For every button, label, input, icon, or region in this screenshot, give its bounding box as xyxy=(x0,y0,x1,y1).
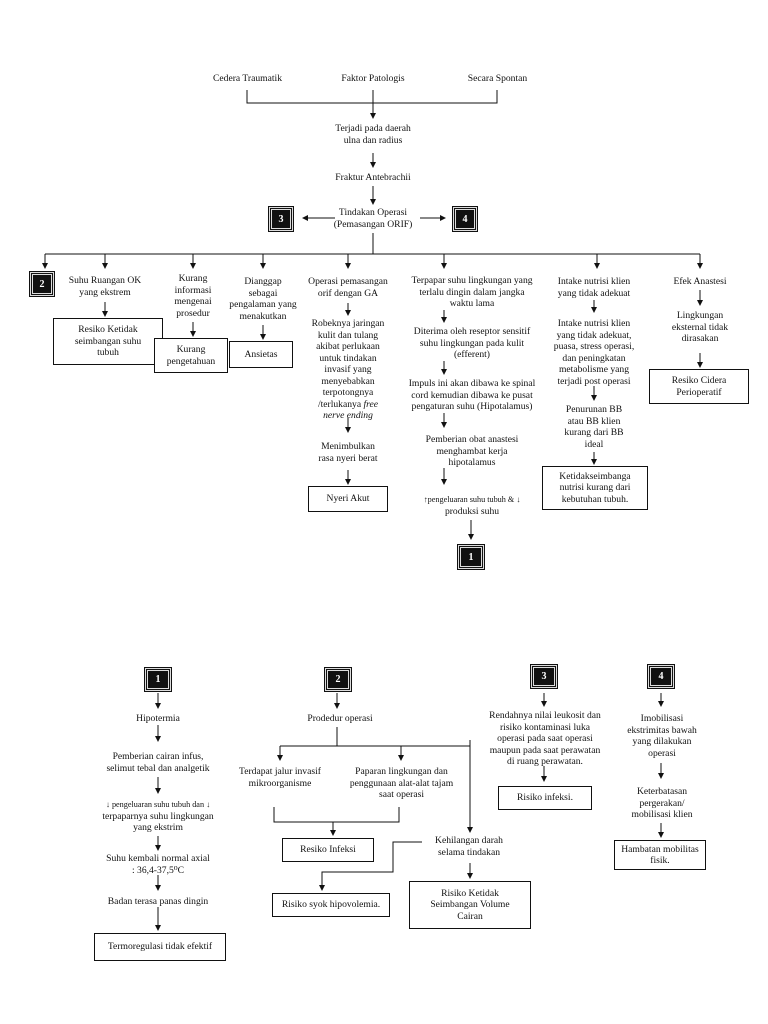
b2-text-4: Kehilangan darah selama tindakan xyxy=(435,835,503,858)
b1-text-4: Suhu kembali normal axial : 36,4-37,5⁰C xyxy=(106,853,210,876)
c4-text-2: Robeknya jaringan kulit dan tulang akiba… xyxy=(298,318,398,422)
b2-diagnosis-box-1: Resiko Infeksi xyxy=(282,838,374,862)
c4-diagnosis-box: Nyeri Akut xyxy=(308,486,388,512)
c1-text: Suhu Ruangan OK yang ekstrem xyxy=(68,275,142,298)
badge-3-bottom: 3 xyxy=(530,664,558,689)
b1-hypothermia: Hipotermia xyxy=(136,713,180,724)
b3-diagnosis-box: Risiko infeksi. xyxy=(498,786,592,810)
cause-traumatic: Cedera Traumatik xyxy=(212,73,282,84)
c5-text-1: Terpapar suhu lingkungan yang terlalu di… xyxy=(411,275,533,309)
b4-text-2: Keterbatasan pergerakan/ mobilisasi klie… xyxy=(631,786,693,820)
cause-spontaneous: Secara Spontan xyxy=(467,73,528,84)
b2-diagnosis-box-2: Risiko syok hipovolemia. xyxy=(272,893,390,917)
c5-text-5a: ↑pengeluaran suhu tubuh & ↓ xyxy=(423,495,521,504)
c5-text-4: Pemberian obat anastesi menghambat kerja… xyxy=(425,434,519,468)
c7-diagnosis-box: Resiko Cidera Perioperatif xyxy=(649,369,749,404)
c5-text-5b: produksi suhu xyxy=(444,505,500,517)
b4-diagnosis-box: Hambatan mobilitas fisik. xyxy=(614,840,706,870)
c5-text-3: Impuls ini akan dibawa ke spinal cord ke… xyxy=(408,378,536,412)
c4-text-1: Operasi pemasangan orif dengan GA xyxy=(308,276,388,299)
c6-diagnosis-box: Ketidakseimbanga nutrisi kurang dari keb… xyxy=(542,466,648,510)
badge-2-left: 2 xyxy=(29,271,55,297)
fracture-location: Terjadi pada daerah ulna dan radius xyxy=(335,123,411,146)
c2-text: Kurang informasi mengenai prosedur xyxy=(174,273,212,319)
badge-1-bottom: 1 xyxy=(144,667,172,692)
c1-diagnosis-box: Resiko Ketidak seimbangan suhu tubuh xyxy=(53,318,163,365)
b1-text-5: Badan terasa panas dingin xyxy=(107,896,209,907)
c5-text-5: ↑pengeluaran suhu tubuh & ↓produksi suhu xyxy=(397,494,547,517)
c2-diagnosis-box: Kurang pengetahuan xyxy=(154,338,228,373)
c7-text-2: Lingkungan eksternal tidak dirasakan xyxy=(671,310,729,344)
c6-text-2: Intake nutrisi klien yang tidak adekuat,… xyxy=(553,318,635,387)
c4-text-2b: free nerve ending xyxy=(323,398,379,422)
b1-diagnosis-box: Termoregulasi tidak efektif xyxy=(94,933,226,961)
b4-text-1: Imobilisasi ekstrimitas bawah yang dilak… xyxy=(627,713,697,759)
b1-text-2: Pemberian cairan infus, selimut tebal da… xyxy=(106,751,210,774)
b2-text-1: Prodedur operasi xyxy=(307,713,373,724)
c6-text-3: Penurunan BB atau BB klien kurang dari B… xyxy=(564,404,624,450)
c7-text-1: Efek Anastesi xyxy=(673,276,727,287)
b2-text-3: Paparan lingkungan dan penggunaan alat-a… xyxy=(349,766,454,800)
b3-text-1: Rendahnya nilai leukosit dan risiko kont… xyxy=(489,710,601,767)
c5-text-2: Diterima oleh reseptor sensitif suhu lin… xyxy=(413,326,531,360)
b1-text-3a: ↓ pengeluaran suhu tubuh dan ↓ xyxy=(105,800,211,809)
b2-diagnosis-box-3: Risiko Ketidak Seimbangan Volume Cairan xyxy=(409,881,531,929)
c3-text: Dianggap sebagai pengalaman yang menakut… xyxy=(229,276,297,322)
badge-2-bottom: 2 xyxy=(324,667,352,692)
cause-pathologic: Faktor Patologis xyxy=(341,73,405,84)
badge-1-top: 1 xyxy=(457,544,485,570)
c6-text-1: Intake nutrisi klien yang tidak adekuat xyxy=(557,276,631,299)
c3-diagnosis-box: Ansietas xyxy=(229,341,293,368)
b2-text-2: Terdapat jalur invasif mikroorganisme xyxy=(239,766,321,789)
c4-text-3: Menimbulkan rasa nyeri berat xyxy=(318,441,378,464)
surgery-node: Tindakan Operasi (Pemasangan ORIF) xyxy=(333,207,413,230)
badge-4-top: 4 xyxy=(452,206,478,232)
badge-4-bottom: 4 xyxy=(647,664,675,689)
badge-3-top: 3 xyxy=(268,206,294,232)
b1-text-3b: terpaparnya suhu lingkungan yang ekstrim xyxy=(102,810,214,834)
c4-text-2a: Robeknya jaringan kulit dan tulang akiba… xyxy=(311,318,385,410)
b1-text-3: ↓ pengeluaran suhu tubuh dan ↓terpaparny… xyxy=(86,799,230,834)
fracture-type: Fraktur Antebrachii xyxy=(335,172,411,183)
